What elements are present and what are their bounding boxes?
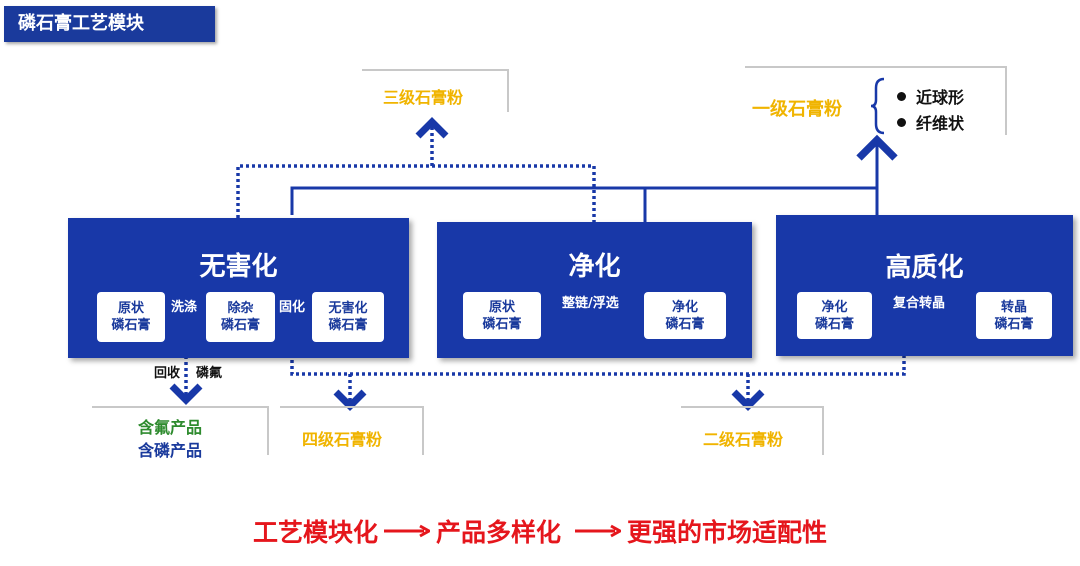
node-label-line: 磷石膏: [665, 316, 705, 332]
grade1-form-list: 近球形 纤维状: [897, 83, 964, 135]
product-grade2: 二级石膏粉: [703, 430, 784, 449]
page-title: 磷石膏工艺模块: [4, 6, 215, 42]
node-label-line: 无害化: [328, 301, 368, 316]
node-raw-gypsum-2: 原状磷石膏: [463, 292, 541, 339]
node-label-line: 磷石膏: [111, 318, 151, 333]
form-fibrous: 纤维状: [916, 114, 965, 133]
product-grade3: 三级石膏粉: [383, 88, 464, 107]
product-frames: [92, 66, 1007, 455]
node-label-line: 原状: [117, 301, 144, 316]
module-purify-title: 净化: [568, 252, 621, 282]
product-grade4: 四级石膏粉: [302, 430, 383, 449]
grade3-connector: [236, 117, 596, 222]
node-label-line: 净化: [821, 299, 848, 315]
op-chain-flotation: 整链/浮选: [562, 296, 619, 311]
node-label-line: 净化: [671, 299, 698, 315]
grade1-form-item: 纤维状: [897, 109, 964, 135]
node-purified-gypsum-2: 净化磷石膏: [797, 292, 872, 339]
module-harmless-title: 无害化: [199, 252, 278, 282]
node-label-line: 磷石膏: [482, 316, 522, 332]
output-phosphorus-product: 含磷产品: [138, 441, 203, 460]
op-composite-recrystallization: 复合转晶: [893, 296, 946, 311]
arrow-right-icon: [383, 524, 430, 538]
node-label-line: 磷石膏: [814, 316, 854, 332]
slogan-part-diversified: 产品多样化: [435, 518, 561, 547]
grade1-form-item: 近球形: [897, 83, 964, 109]
node-impurity-removed-gypsum: 除杂磷石膏: [206, 292, 275, 342]
grade2-connector: [290, 352, 906, 411]
form-spherical: 近球形: [916, 88, 965, 107]
output-fluorine-product: 含氟产品: [138, 418, 203, 437]
bracket: [870, 77, 885, 135]
node-harmless-gypsum: 无害化磷石膏: [312, 292, 384, 342]
arrow-right-icon: [575, 524, 621, 538]
node-label-line: 除杂: [227, 301, 254, 316]
bullet-icon: [897, 117, 906, 127]
node-label-line: 磷石膏: [328, 318, 368, 333]
node-label-line: 转晶: [1000, 299, 1027, 315]
slogan-part-adaptability: 更强的市场适配性: [627, 518, 828, 547]
node-raw-gypsum: 原状磷石膏: [97, 292, 165, 342]
module-quality-title: 高质化: [885, 253, 964, 283]
node-recrystallized-gypsum: 转晶磷石膏: [976, 292, 1052, 339]
op-washing: 洗涤: [171, 300, 198, 315]
bullet-icon: [897, 91, 906, 101]
grade1-connector: [290, 134, 898, 222]
label-recovery: 回收: [154, 366, 181, 381]
node-label-line: 磷石膏: [994, 316, 1034, 332]
product-grade1: 一级石膏粉: [752, 99, 842, 120]
slogan-part-modular: 工艺模块化: [252, 518, 378, 547]
slogan: 工艺模块化 产品多样化 更强的市场适配性: [0, 513, 1080, 549]
node-label-line: 原状: [488, 299, 515, 315]
op-solidify: 固化: [279, 300, 306, 315]
label-phosphorus-fluorine: 磷氟: [196, 366, 223, 381]
node-purified-gypsum: 净化磷石膏: [644, 292, 726, 339]
node-label-line: 磷石膏: [220, 318, 260, 333]
